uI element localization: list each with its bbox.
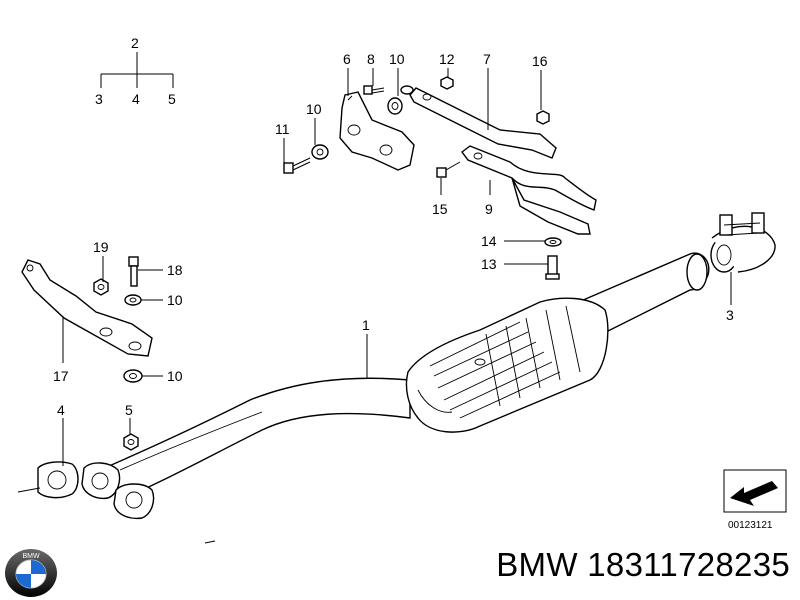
callout-10-low: 10 xyxy=(167,368,183,384)
callout-10-left: 10 xyxy=(306,101,322,117)
reference-arrow-box xyxy=(723,469,787,513)
washer-14 xyxy=(544,237,562,247)
nut-19 xyxy=(93,278,109,296)
reference-number: 00123121 xyxy=(728,520,773,531)
mounting-bracket-6 xyxy=(339,91,415,171)
callout-labels: 2 3 4 5 6 8 10 12 7 16 10 11 15 9 14 13 … xyxy=(53,35,734,418)
nut-12 xyxy=(440,76,454,90)
bmw-logo: BMW xyxy=(5,549,57,597)
bolt-11 xyxy=(283,157,311,174)
exhaust-parts-diagram: 2 3 4 5 6 8 10 12 7 16 10 11 15 9 14 13 … xyxy=(17,35,787,544)
callout-10-top: 10 xyxy=(389,51,405,67)
callout-10-mid: 10 xyxy=(167,292,183,308)
callout-13: 13 xyxy=(481,256,497,272)
callout-3: 3 xyxy=(95,91,103,107)
callout-9: 9 xyxy=(485,201,493,217)
logo-letters: BMW xyxy=(22,553,40,560)
callout-17: 17 xyxy=(53,368,69,384)
callout-2: 2 xyxy=(131,35,139,51)
callout-5-lower: 5 xyxy=(125,402,133,418)
washer-10-lower-left xyxy=(123,369,143,383)
callout-7: 7 xyxy=(483,51,491,67)
callout-1: 1 xyxy=(362,317,370,333)
callout-4: 4 xyxy=(132,91,140,107)
callout-4-lower: 4 xyxy=(57,402,65,418)
catalytic-converter-pipe-1 xyxy=(37,252,710,520)
washer-10-left xyxy=(311,144,329,160)
washer-10-top xyxy=(387,85,414,115)
bracket-17 xyxy=(21,259,153,357)
callout-8: 8 xyxy=(367,51,375,67)
nut-16 xyxy=(536,110,550,125)
callout-16: 16 xyxy=(532,53,548,69)
callout-11: 11 xyxy=(275,121,290,137)
callout-15: 15 xyxy=(432,201,448,217)
clamp-strap-9 xyxy=(461,145,597,235)
exhaust-clamp-3 xyxy=(710,212,776,273)
callout-19: 19 xyxy=(93,239,109,255)
bolt-13 xyxy=(545,255,560,280)
callout-14: 14 xyxy=(481,233,497,249)
bracket-7 xyxy=(409,87,557,159)
callout-18: 18 xyxy=(167,262,183,278)
part-number: 18311728235 xyxy=(587,546,790,583)
callout-5: 5 xyxy=(168,91,176,107)
callout-6: 6 xyxy=(343,51,351,67)
leader-lines xyxy=(62,68,732,466)
part-number-label: BMW 18311728235 xyxy=(496,546,790,584)
callout-group-2 xyxy=(100,52,174,88)
nut-5-lower xyxy=(123,433,139,451)
brand-text: BMW xyxy=(496,546,578,583)
callout-12: 12 xyxy=(439,51,455,67)
bolt-8 xyxy=(363,85,385,95)
bolt-15 xyxy=(436,161,461,178)
callout-3-right: 3 xyxy=(726,307,734,323)
bolt-18 xyxy=(128,256,139,287)
washer-10-upper-left xyxy=(124,294,142,306)
